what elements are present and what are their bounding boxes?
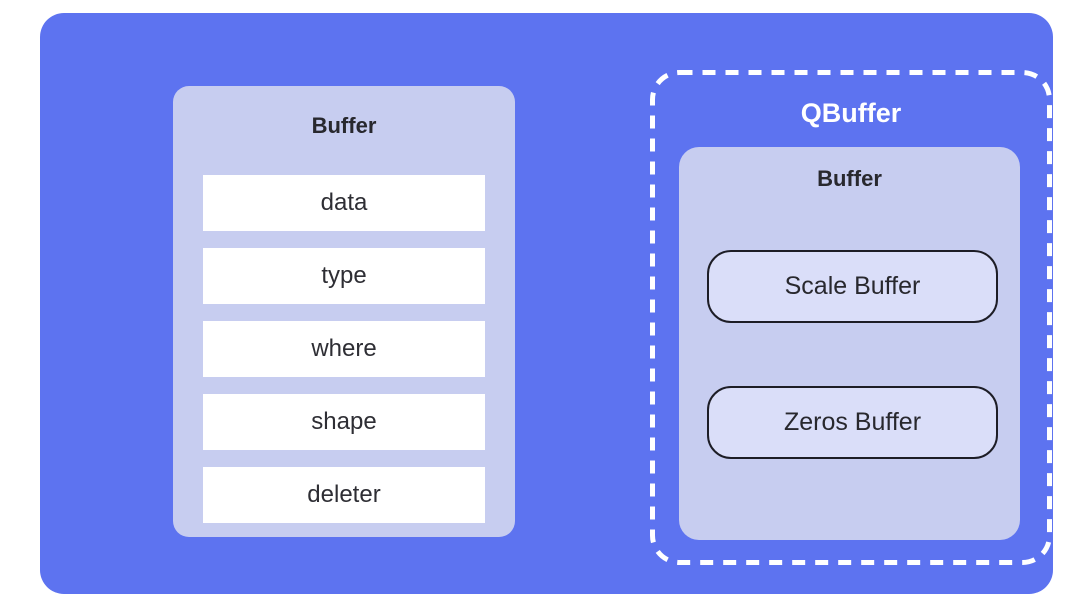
diagram-background-panel: Buffer data type where shape deleter QBu…: [40, 13, 1053, 594]
qbuffer-title: QBuffer: [800, 98, 902, 128]
field-row-deleter: deleter: [203, 467, 485, 523]
qbuffer-buffer-box-title: Buffer: [817, 166, 882, 191]
scale-buffer-pill: Scale Buffer: [707, 250, 998, 323]
buffer-box-title: Buffer: [311, 113, 377, 138]
field-row-type: type: [203, 248, 485, 304]
field-row-where: where: [203, 321, 485, 377]
qbuffer-container: QBuffer Buffer Scale Buffer Zeros Buffer: [650, 70, 1052, 565]
qbuffer-buffer-box: Buffer Scale Buffer Zeros Buffer: [679, 147, 1020, 540]
field-row-shape: shape: [203, 394, 485, 450]
buffer-class-box: Buffer data type where shape deleter: [173, 86, 515, 537]
field-row-data: data: [203, 175, 485, 231]
qbuffer-dashed-border: [650, 70, 1052, 565]
zeros-buffer-pill: Zeros Buffer: [707, 386, 998, 459]
